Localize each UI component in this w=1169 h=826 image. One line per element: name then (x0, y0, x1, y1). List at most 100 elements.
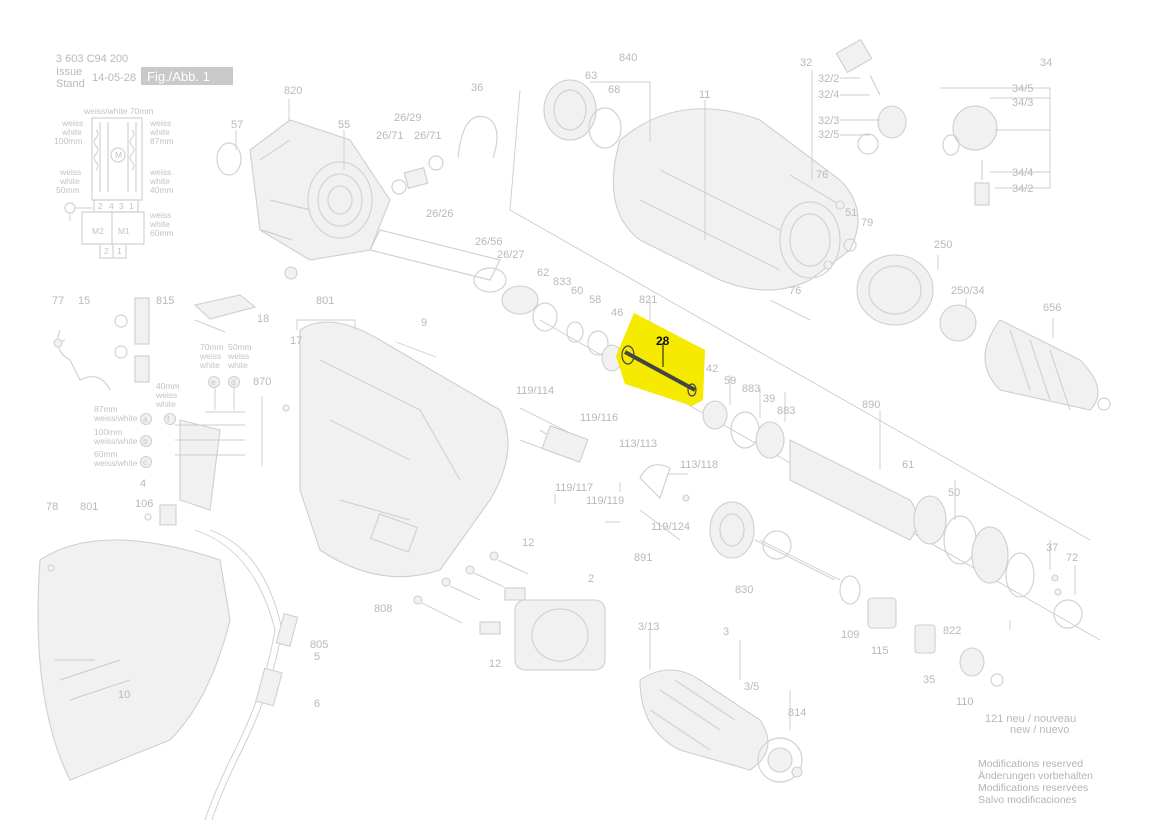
part-label: 121 neu / nouveau (985, 713, 1076, 725)
armature-3 (639, 630, 803, 783)
part-label: 42 (706, 363, 718, 375)
part-label: 12 (489, 658, 501, 670)
svg-text:50mm: 50mm (228, 342, 252, 352)
stand-label: Stand (56, 78, 85, 90)
note-line-4: Salvo modificaciones (978, 794, 1077, 806)
svg-text:60mm: 60mm (94, 449, 118, 459)
part-label: 35 (923, 674, 935, 686)
svg-text:b: b (143, 436, 148, 446)
part-label: 3 (723, 626, 729, 638)
part-label: 2 (588, 573, 594, 585)
svg-text:2: 2 (98, 201, 103, 211)
part-label: 833 (553, 276, 571, 288)
part-label: 58 (589, 294, 601, 306)
part-label: 890 (862, 399, 880, 411)
part-label: 106 (135, 498, 153, 510)
part-label: 34/2 (1012, 183, 1033, 195)
part-label: 250 (934, 239, 952, 251)
part-label: 78 (46, 501, 58, 513)
part-label: 15 (78, 295, 90, 307)
part-label: 77 (52, 295, 64, 307)
svg-text:weiss: weiss (199, 351, 221, 361)
part-label: 34/4 (1012, 167, 1033, 179)
part-label: 119/117 (555, 482, 593, 494)
part-label: 46 (611, 307, 623, 319)
part-label: 9 (421, 317, 427, 329)
part-label: 815 (156, 295, 174, 307)
highlighted-part-28[interactable]: 28 (616, 313, 705, 406)
svg-text:a: a (143, 414, 148, 424)
part-label: 26/27 (497, 249, 525, 261)
issue-date: 14-05-28 (92, 72, 136, 84)
svg-text:weiss/white: weiss/white (93, 436, 138, 446)
svg-text:4: 4 (109, 201, 114, 211)
svg-text:40mm: 40mm (150, 185, 174, 195)
svg-text:100mm: 100mm (54, 136, 82, 146)
part-label: 115 (871, 645, 889, 657)
svg-text:white: white (155, 399, 176, 409)
part-label: 34/3 (1012, 97, 1033, 109)
part-label: 3/13 (638, 621, 659, 633)
part-label: 26/56 (475, 236, 503, 248)
svg-text:M1: M1 (118, 226, 130, 236)
svg-text:50mm: 50mm (56, 185, 80, 195)
part-label: 32/3 (818, 115, 839, 127)
part-label: 17 (290, 335, 302, 347)
part-label: 840 (619, 52, 637, 64)
part-label: 656 (1043, 302, 1061, 314)
wire-letter-markers: a b c d e f (139, 375, 241, 469)
part-label: 76 (789, 285, 801, 297)
field-stator-2 (413, 551, 606, 671)
part-label: 814 (788, 707, 806, 719)
part-label: 801 (316, 295, 334, 307)
part-label: 4 (140, 478, 146, 490)
spring-clip-36 (457, 115, 498, 159)
svg-text:weiss/white 70mm: weiss/white 70mm (83, 106, 153, 116)
part-label: 883 (742, 383, 760, 395)
svg-text:weiss/white: weiss/white (93, 458, 138, 468)
part-label: 51 (845, 207, 857, 219)
motor-bracket-820 (216, 99, 391, 280)
svg-text:1: 1 (129, 201, 134, 211)
part-label: 3/5 (744, 681, 759, 693)
part-label: 62 (537, 267, 549, 279)
part-label: 34 (1040, 57, 1052, 69)
spindle-train (509, 89, 1101, 641)
part-28-label: 28 (656, 334, 670, 348)
part-label: 113/113 (619, 438, 657, 450)
svg-text:M: M (115, 150, 122, 160)
part-label: 109 (841, 629, 859, 641)
fig-label-box (141, 67, 233, 85)
part-label: 26/71 (414, 130, 442, 142)
gear-train (709, 501, 1004, 687)
gear-housing-840 (543, 79, 859, 321)
note-line-3: Modifications reservées (978, 782, 1088, 794)
part-label: 50 (948, 487, 960, 499)
part-label: 34/5 (1012, 83, 1033, 95)
svg-text:weiss: weiss (227, 351, 249, 361)
svg-text:87mm: 87mm (94, 404, 118, 414)
highlight-region[interactable] (616, 313, 705, 406)
svg-text:40mm: 40mm (156, 381, 180, 391)
part-label: 61 (902, 459, 914, 471)
svg-text:3: 3 (119, 201, 124, 211)
part-label: 32 (800, 57, 812, 69)
part-label: 808 (374, 603, 392, 615)
svg-text:weiss: weiss (59, 167, 81, 177)
svg-text:white: white (59, 176, 80, 186)
part-label: 6 (314, 698, 320, 710)
part-label: 822 (943, 625, 961, 637)
part-label: 805 (310, 639, 328, 651)
svg-text:f: f (167, 414, 170, 424)
doc-number: 3 603 C94 200 (56, 53, 128, 65)
part-label: 11 (699, 89, 710, 101)
gear-parts-26 (369, 155, 539, 315)
fig-label: Fig./Abb. 1 (147, 69, 210, 84)
svg-text:M2: M2 (92, 226, 104, 236)
document-header: 3 603 C94 200 Issue Stand 14-05-28 Fig./… (56, 53, 233, 90)
part-label: 68 (608, 84, 620, 96)
wiring-diagram: weiss/white 70mm weiss white 100mm weiss… (54, 106, 174, 259)
switch-group: 70mm weiss white 50mm weiss white 40mm w… (53, 294, 263, 526)
part-label: 250/34 (951, 285, 985, 297)
